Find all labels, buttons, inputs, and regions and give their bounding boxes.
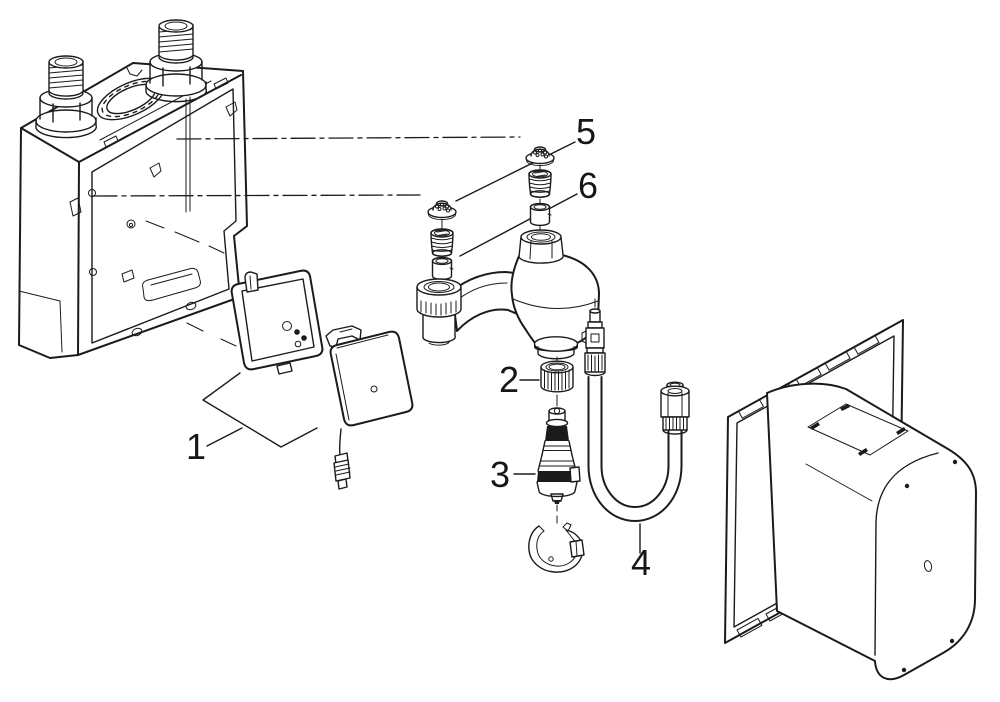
inlet-fitting-right [145, 19, 207, 103]
filter-insert-left [430, 228, 454, 257]
part-label-3: 3 [490, 454, 510, 495]
cartridge-part-3 [536, 407, 581, 504]
inlet-fitting-left [35, 55, 97, 139]
control-unit-cover [325, 325, 414, 490]
part-label-4: 4 [631, 542, 651, 583]
connection-hose [581, 298, 690, 522]
leader-line-6 [459, 193, 578, 257]
insert-dashes [186, 322, 237, 347]
part-label-1: 1 [186, 426, 206, 467]
strainer-right [525, 146, 555, 167]
center-line-upper [176, 136, 521, 140]
electronics-module-open [230, 269, 324, 375]
leader-line-5 [455, 141, 576, 202]
leader-line-1 [202, 372, 318, 448]
retaining-clip [528, 522, 585, 573]
center-lines [92, 136, 521, 197]
filter-insert-right [528, 169, 552, 198]
protective-cover [766, 382, 977, 681]
strainer-left [427, 200, 457, 221]
bushing-part-2 [540, 360, 574, 393]
center-line-lower [92, 194, 421, 197]
part-label-6: 6 [578, 165, 598, 206]
swivel-spout [416, 229, 600, 363]
sleeve-left [431, 256, 454, 281]
part-label-2: 2 [499, 359, 519, 400]
part-label-5: 5 [576, 111, 596, 152]
flush-mount-box [18, 19, 248, 359]
sleeve-right [529, 202, 552, 227]
